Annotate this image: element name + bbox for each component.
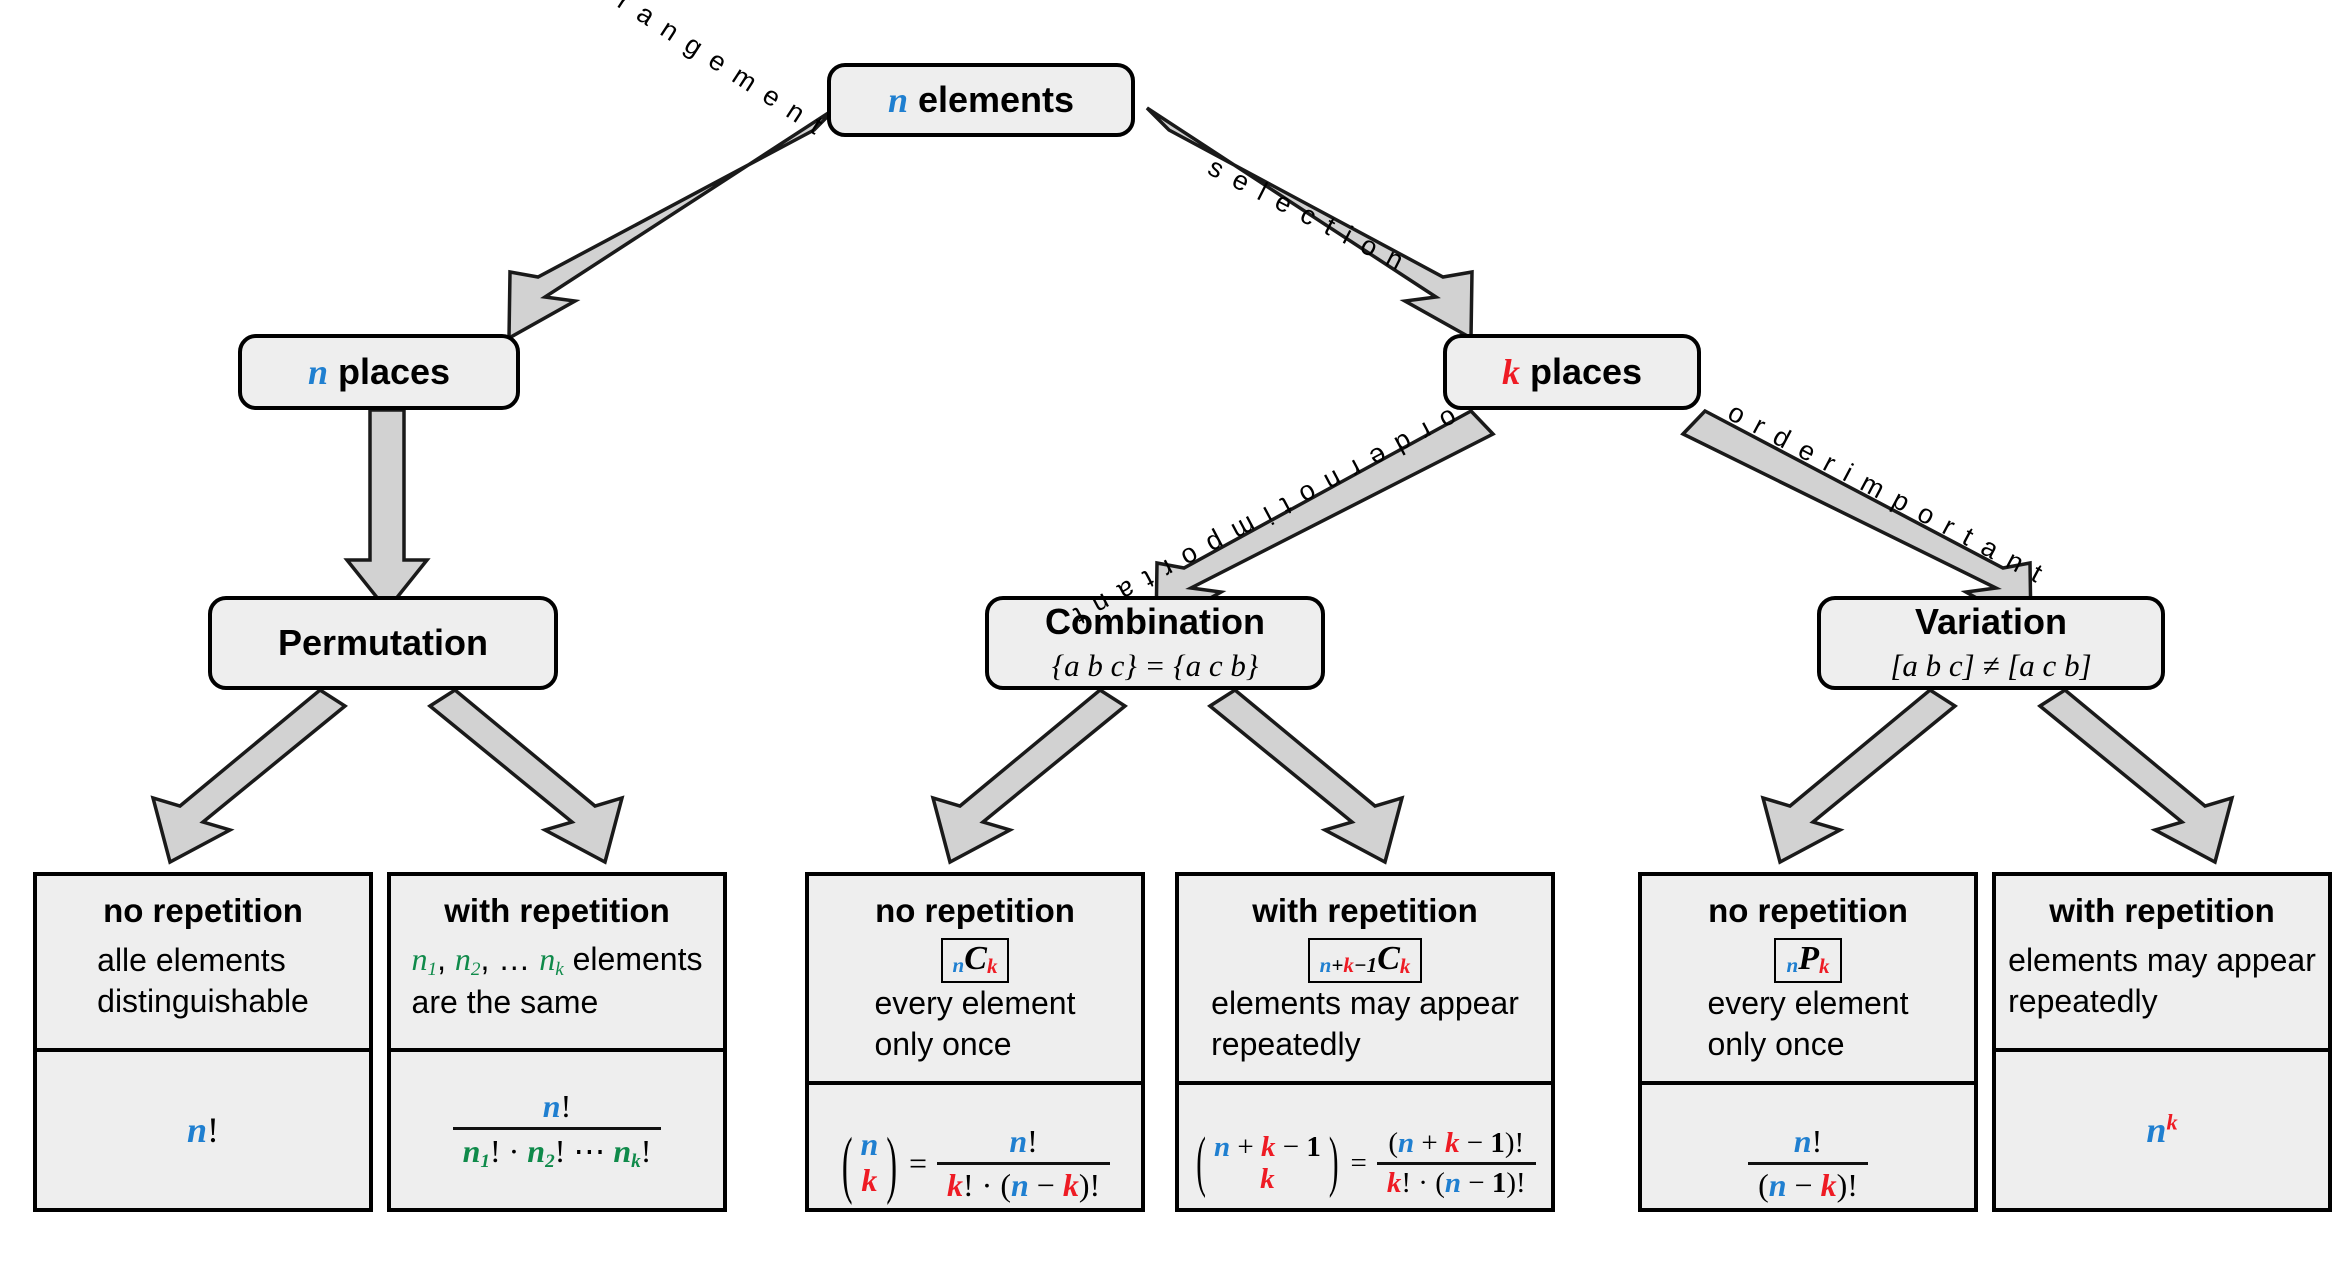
leaf-desc-line1: elements may appear — [2008, 942, 2316, 979]
arrow-permutation-right — [427, 687, 625, 865]
leaf-upper: with repetition elements may appear repe… — [1996, 876, 2328, 1052]
node-k-places[interactable]: k places — [1443, 334, 1701, 410]
leaf-combination-no-repetition[interactable]: no repetition nCk every element only onc… — [805, 872, 1145, 1212]
leaf-formula: n! n1! · n2! ⋯ nk! — [391, 1052, 723, 1208]
leaf-desc-line1: every element — [1707, 985, 1909, 1022]
node-combination-title: Combination — [1045, 600, 1265, 642]
leaf-desc-line2: repeatedly — [1211, 1026, 1361, 1063]
leaf-upper: no repetition alle elements distinguisha… — [37, 876, 369, 1052]
leaf-desc-line2: repeatedly — [2008, 982, 2158, 1019]
root-label: elements — [917, 78, 1075, 120]
leaf-upper: with repetition n+k−1Ck elements may app… — [1179, 876, 1551, 1086]
leaf-description: every element only once — [875, 983, 1076, 1071]
leaf-upper: no repetition nPk every element only onc… — [1642, 876, 1974, 1086]
leaf-description: n1, n2, … nk elements are the same — [412, 939, 703, 1029]
leaf-permutation-with-repetition[interactable]: with repetition n1, n2, … nk elements ar… — [387, 872, 727, 1212]
node-permutation-title: Permutation — [277, 622, 489, 664]
leaf-formula: n! (n − k)! — [1642, 1085, 1974, 1241]
leaf-variation-with-repetition[interactable]: with repetition elements may appear repe… — [1992, 872, 2332, 1212]
leaf-desc-line2: only once — [1707, 1026, 1845, 1063]
leaf-formula: ( n + k − 1 k ) = (n + k − 1)! k! · (n −… — [1179, 1085, 1551, 1241]
leaf-notation-nk1Ck: n+k−1Ck — [1307, 937, 1423, 984]
leaf-desc-line1: elements may appear — [1211, 985, 1519, 1022]
arrow-combination-left — [930, 687, 1128, 865]
leaf-desc-line2: only once — [874, 1026, 1012, 1063]
leaf-head: with repetition — [2049, 892, 2275, 929]
leaf-head: no repetition — [1708, 892, 1908, 929]
arrow-permutation-left — [150, 687, 348, 865]
node-combination[interactable]: Combination {a b c} = {a c b} — [985, 596, 1325, 690]
leaf-formula: n! — [186, 1110, 220, 1150]
arrow-n-places-permutation — [343, 408, 431, 613]
leaf-description: alle elements distinguishable — [97, 940, 309, 1028]
leaf-variation-no-repetition[interactable]: no repetition nPk every element only onc… — [1638, 872, 1978, 1212]
leaf-desc-line2: are the same — [411, 984, 599, 1021]
leaf-notation-nCk: nCk — [940, 937, 1010, 984]
root-variable: n — [887, 79, 908, 120]
n-places-variable: n — [307, 351, 328, 392]
arrow-variation-right — [2037, 687, 2235, 865]
node-n-elements-label: n elements — [887, 78, 1075, 121]
leaf-upper: no repetition nCk every element only onc… — [809, 876, 1141, 1086]
k-places-label: places — [1529, 350, 1643, 392]
leaf-desc-line1: n1, n2, … nk elements — [411, 940, 703, 980]
arrow-arrangement — [507, 106, 838, 342]
arrow-variation-left — [1760, 687, 1958, 865]
leaf-head: no repetition — [875, 892, 1075, 929]
leaf-description: elements may appear repeatedly — [1211, 983, 1519, 1071]
node-variation[interactable]: Variation [a b c] ≠ [a c b] — [1817, 596, 2165, 690]
node-variation-title: Variation — [1914, 600, 2068, 642]
leaf-combination-with-repetition[interactable]: with repetition n+k−1Ck elements may app… — [1175, 872, 1555, 1212]
k-places-variable: k — [1501, 351, 1520, 392]
leaf-description: elements may appear repeatedly — [2008, 940, 2316, 1028]
leaf-description: every element only once — [1708, 983, 1909, 1071]
arrow-selection — [1145, 106, 1474, 341]
node-combination-sub: {a b c} = {a c b} — [1051, 648, 1259, 684]
leaf-upper: with repetition n1, n2, … nk elements ar… — [391, 876, 723, 1052]
arrow-combination-right — [1207, 687, 1405, 865]
leaf-head: with repetition — [444, 892, 670, 929]
n-places-label: places — [337, 350, 451, 392]
node-k-places-label: k places — [1501, 350, 1643, 393]
node-variation-sub: [a b c] ≠ [a c b] — [1890, 648, 2092, 684]
node-n-places-label: n places — [307, 350, 451, 393]
leaf-permutation-no-repetition[interactable]: no repetition alle elements distinguisha… — [33, 872, 373, 1212]
node-permutation[interactable]: Permutation — [208, 596, 558, 690]
leaf-head: with repetition — [1252, 892, 1478, 929]
leaf-formula: nk — [2146, 1109, 2178, 1150]
leaf-desc-line2: distinguishable — [97, 982, 309, 1019]
leaf-desc-line1: every element — [874, 985, 1076, 1022]
node-n-places[interactable]: n places — [238, 334, 520, 410]
node-n-elements[interactable]: n elements — [827, 63, 1135, 137]
leaf-notation-nPk: nPk — [1774, 937, 1842, 984]
leaf-head: no repetition — [103, 892, 303, 929]
leaf-desc-line1: alle elements — [97, 942, 286, 979]
